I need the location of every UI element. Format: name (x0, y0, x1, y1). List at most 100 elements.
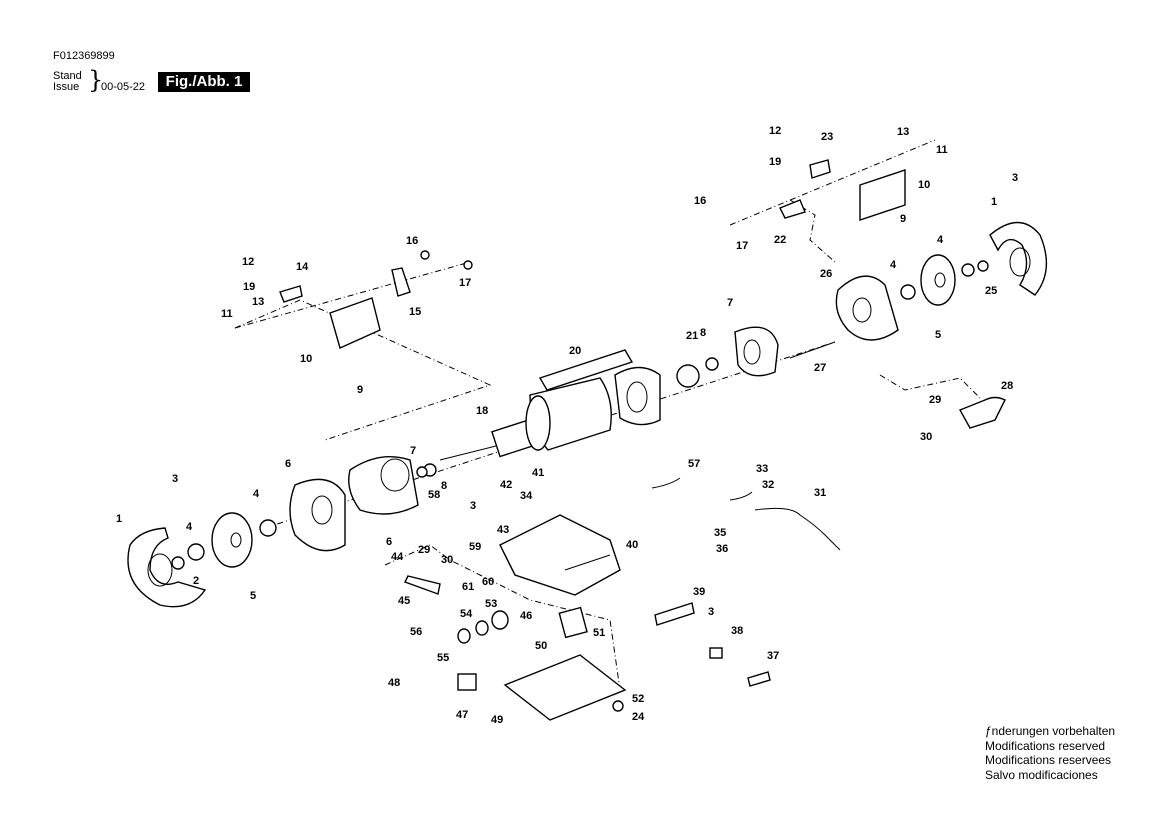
callout-55: 55 (437, 652, 449, 664)
callout-38: 38 (731, 625, 743, 637)
callout-57: 57 (688, 458, 700, 470)
figure-label: Fig./Abb. 1 (158, 72, 250, 92)
callout-9: 9 (900, 213, 906, 225)
callout-36: 36 (716, 543, 728, 555)
cord-clamp (709, 647, 723, 659)
callout-41: 41 (532, 467, 544, 479)
callout-20: 20 (569, 345, 581, 357)
leader-bracket-left (234, 261, 471, 329)
label-37 (747, 671, 771, 687)
leader-base (384, 544, 621, 691)
note-de: ƒnderungen vorbehalten (985, 724, 1116, 738)
issue-label: Issue (53, 81, 80, 93)
callout-3: 3 (1012, 172, 1018, 184)
end-bell-right (734, 326, 779, 377)
stand-label: Stand (53, 70, 82, 82)
leader-bracket-right (729, 139, 936, 226)
callout-10: 10 (918, 179, 930, 191)
tie-rod-27 (789, 341, 836, 359)
callout-6: 6 (285, 458, 291, 470)
eye-shield-right (859, 169, 906, 221)
base-housing (499, 514, 621, 596)
bracket-left-14 (279, 285, 303, 303)
leader-tool-rest (879, 374, 981, 399)
callout-42: 42 (500, 479, 512, 491)
nut-right (977, 260, 989, 272)
callout-14: 14 (296, 261, 309, 273)
callout-3: 3 (172, 473, 178, 485)
callout-16: 16 (406, 235, 418, 247)
callout-29: 29 (929, 394, 941, 406)
callout-34: 34 (520, 490, 533, 502)
callout-50: 50 (535, 640, 547, 652)
callout-5: 5 (935, 329, 941, 341)
callout-11: 11 (221, 308, 233, 320)
tool-rest-right (959, 396, 1006, 429)
callout-7: 7 (410, 445, 416, 457)
callout-25: 25 (985, 285, 997, 297)
callout-61: 61 (462, 581, 474, 593)
callout-52: 52 (632, 693, 644, 705)
base-plate (503, 654, 627, 721)
callout-10: 10 (300, 353, 312, 365)
callout-49: 49 (491, 714, 503, 726)
callout-18: 18 (476, 405, 488, 417)
end-bell-left (348, 455, 419, 515)
foot-52 (612, 700, 624, 712)
motor-housing (525, 377, 612, 451)
callout-5: 5 (250, 590, 256, 602)
callout-9: 9 (357, 384, 363, 396)
callout-30: 30 (441, 554, 453, 566)
callout-12: 12 (769, 125, 781, 137)
bushing-55 (457, 628, 471, 644)
callout-31: 31 (814, 487, 826, 499)
callout-4: 4 (890, 259, 897, 271)
callout-3: 3 (708, 606, 714, 618)
notes-block: ƒnderungen vorbehalten Modifications res… (985, 724, 1115, 782)
knob-left-16 (420, 250, 430, 260)
callout-27: 27 (814, 362, 826, 374)
callout-4: 4 (937, 234, 944, 246)
issue-date: 00-05-22 (101, 81, 146, 93)
callout-4: 4 (186, 521, 193, 533)
bracket-right-22 (779, 199, 806, 219)
spacer-left (416, 466, 428, 478)
switch-plate (654, 602, 695, 626)
wheel-guard-right (989, 221, 1048, 296)
callout-17: 17 (736, 240, 748, 252)
switch-box (558, 606, 588, 639)
callout-1: 1 (116, 513, 122, 525)
bushing-54 (475, 620, 489, 636)
leader-left-guard (234, 299, 492, 441)
callout-23: 23 (821, 131, 833, 143)
label-plate (538, 349, 634, 391)
callout-16: 16 (694, 195, 706, 207)
callout-51: 51 (593, 627, 605, 639)
callout-13: 13 (897, 126, 909, 138)
callout-37: 37 (767, 650, 779, 662)
callout-46: 46 (520, 610, 532, 622)
bearing-8-right (705, 357, 719, 371)
eye-shield-left (329, 297, 381, 349)
callout-17: 17 (459, 277, 471, 289)
inner-guard-left (289, 478, 346, 552)
callout-56: 56 (410, 626, 422, 638)
foot-47 (457, 673, 477, 691)
flange-right (900, 284, 916, 300)
callout-59: 59 (469, 541, 481, 553)
callout-33: 33 (756, 463, 768, 475)
callout-26: 26 (820, 268, 832, 280)
inner-guard-right (835, 275, 899, 341)
callout-19: 19 (769, 156, 781, 168)
document-number: F012369899 (53, 50, 115, 62)
callout-39: 39 (693, 586, 705, 598)
callout-60: 60 (482, 576, 494, 588)
callout-29: 29 (418, 544, 430, 556)
flange-inner-left (259, 519, 277, 537)
nut-left (171, 556, 185, 570)
callout-1: 1 (991, 196, 997, 208)
callout-3: 3 (470, 500, 476, 512)
callout-30: 30 (920, 431, 932, 443)
bracket-left-15 (391, 267, 411, 297)
callout-58: 58 (428, 489, 440, 501)
